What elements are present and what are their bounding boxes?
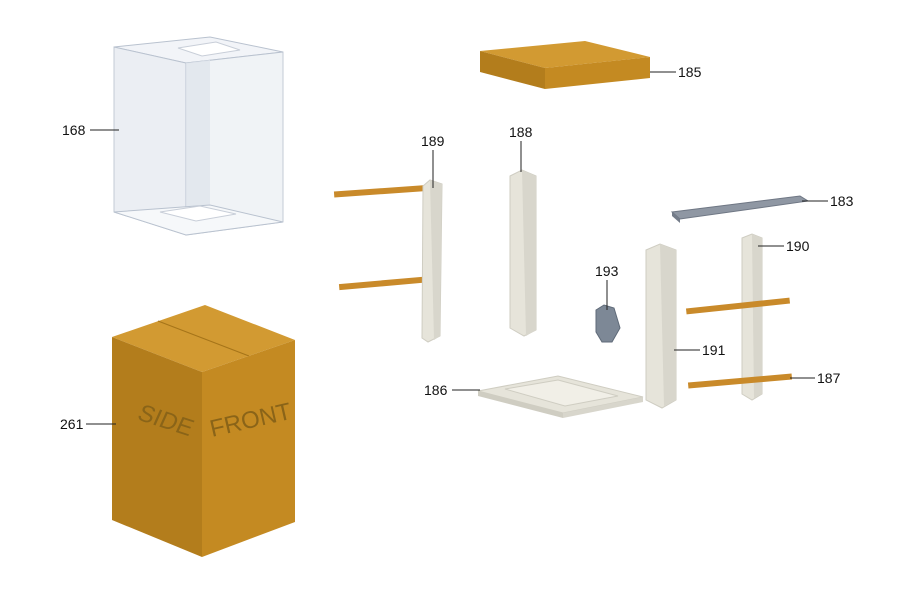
foam-base-tray-part — [477, 375, 644, 418]
callout-188: 188 — [509, 124, 533, 140]
foam-post-front-part — [645, 243, 677, 409]
foam-post-center-part — [509, 169, 537, 337]
callout-261: 261 — [60, 416, 84, 432]
callout-191: 191 — [702, 342, 726, 358]
callout-183: 183 — [830, 193, 854, 209]
shipping-box-part: SIDE FRONT — [112, 305, 295, 557]
top-cardboard-tray-part — [480, 41, 650, 89]
foam-post-left-part — [333, 179, 443, 343]
callout-labels: 168 185 189 188 183 190 193 191 186 187 … — [60, 64, 854, 432]
callout-190: 190 — [786, 238, 810, 254]
callout-187: 187 — [817, 370, 841, 386]
bracket-part — [595, 304, 621, 343]
foam-post-right-part — [685, 233, 793, 401]
callout-168: 168 — [62, 122, 86, 138]
metal-rail-part — [670, 195, 810, 223]
leader-lines — [86, 71, 828, 425]
callout-185: 185 — [678, 64, 702, 80]
callout-186: 186 — [424, 382, 448, 398]
callout-189: 189 — [421, 133, 445, 149]
clear-bag-part — [113, 36, 284, 236]
callout-193: 193 — [595, 263, 619, 279]
